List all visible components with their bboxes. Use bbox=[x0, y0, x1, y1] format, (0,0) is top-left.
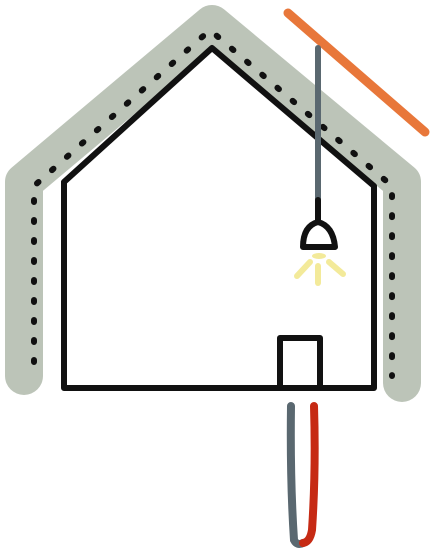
door bbox=[277, 335, 323, 388]
supply-cable-grey bbox=[286, 402, 307, 548]
light-rays bbox=[294, 253, 346, 286]
insulation-layer bbox=[5, 5, 421, 402]
supply-cable-red bbox=[299, 402, 319, 547]
insulation-dots bbox=[31, 26, 395, 379]
lamp-icon bbox=[300, 197, 338, 250]
solar-panel bbox=[283, 8, 430, 137]
